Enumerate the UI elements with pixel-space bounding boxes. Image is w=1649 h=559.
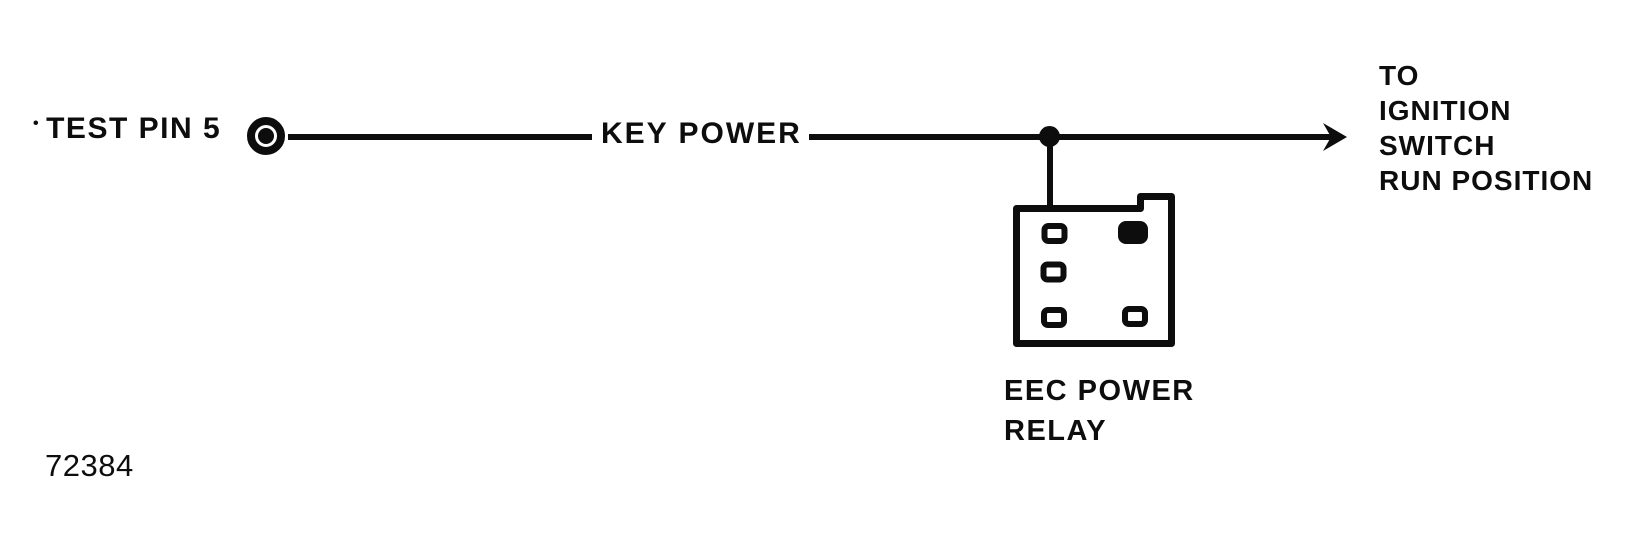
relay-branch-wire [1047,140,1053,226]
relay-pin-top-left [1041,223,1068,244]
destination-line: RUN POSITION [1379,165,1594,196]
footnote-marker: • [33,115,41,132]
wire-label: KEY POWER [601,117,802,150]
destination-label: TO IGNITION SWITCH RUN POSITION [1379,58,1593,198]
relay-connector-outline-icon [1013,193,1175,347]
relay-pin-bottom-left [1041,307,1067,328]
destination-line: SWITCH [1379,130,1496,161]
destination-line: IGNITION [1379,95,1512,126]
bullseye-terminal-icon [247,117,285,155]
wire-segment-right [809,134,1331,140]
destination-line: TO [1379,60,1420,91]
test-pin-text: TEST PIN 5 [46,112,222,145]
relay-body-outline [1013,193,1175,347]
test-pin-label: • TEST PIN 5 [33,112,221,146]
wire-segment-left [288,134,592,140]
relay-pin-middle-left [1040,261,1067,283]
arrowhead-right-icon [1323,123,1347,151]
relay-pin-bottom-right [1122,306,1148,327]
relay-label: EEC POWER RELAY [1004,371,1195,451]
relay-label-line: EEC POWER [1004,375,1195,407]
junction-dot-icon [1039,126,1060,147]
relay-pin-top-right-filled [1118,221,1148,244]
figure-number: 72384 [45,448,134,483]
terminal-center-dot [258,128,274,144]
relay-label-line: RELAY [1004,415,1108,447]
